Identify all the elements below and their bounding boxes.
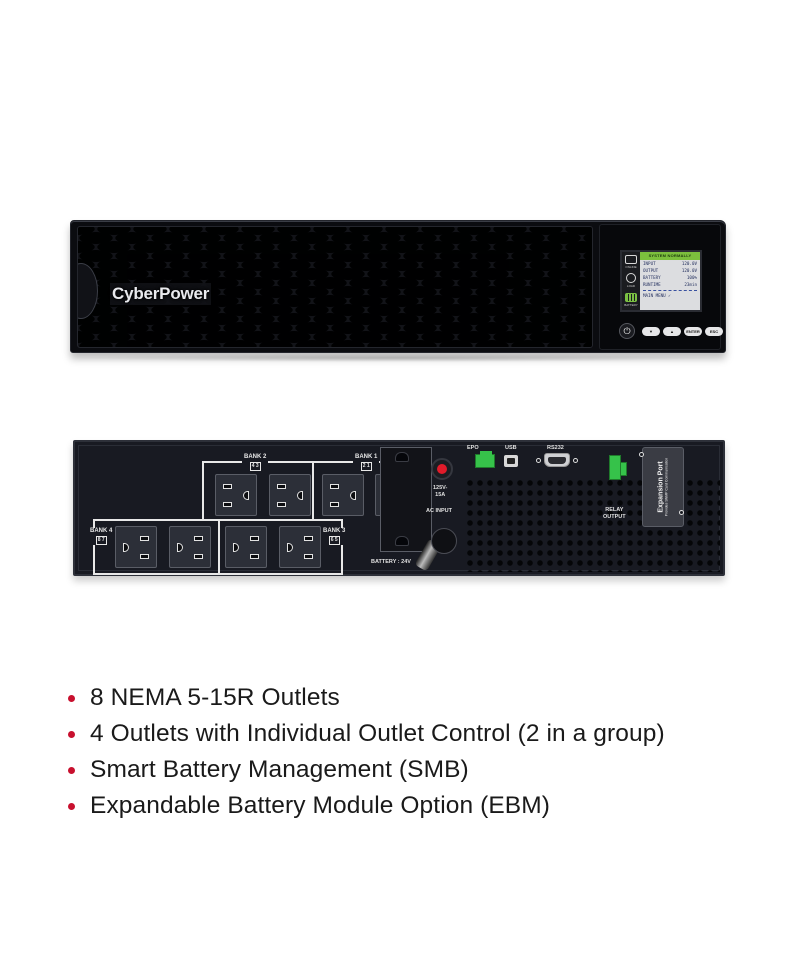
feature-item: 4 Outlets with Individual Outlet Control… — [68, 716, 665, 752]
plug-icon: ONLINE — [625, 255, 637, 269]
bank-1-label: BANK 1 2 1 — [353, 454, 380, 471]
rs232-label: RS232 — [547, 445, 564, 451]
outlet-2 — [322, 474, 364, 516]
bullet-icon — [68, 730, 75, 738]
bank-4-label: BANK 4 8 7 — [88, 528, 115, 545]
lcd-header: SYSTEM NORMALLY — [640, 252, 700, 260]
ac-input-label: AC INPUT — [426, 508, 452, 514]
ups-rear-view: BANK 2 4 3 BANK 1 2 1 BANK 4 8 7 BANK 3 … — [73, 440, 725, 576]
lcd-main-menu: MAIN MENU ✓ — [643, 293, 671, 298]
esc-button[interactable]: ESC — [705, 327, 723, 336]
lcd-row-input: INPUT 120.0V — [643, 261, 697, 266]
feature-item: Expandable Battery Module Option (EBM) — [68, 788, 665, 824]
bullet-icon — [68, 694, 75, 702]
power-button[interactable]: ⏻ — [619, 323, 635, 339]
lcd-row-output: OUTPUT 120.0V — [643, 268, 697, 273]
outlet-5 — [279, 526, 321, 568]
expansion-port-subtitle: Provides SNMP Card Communication — [664, 457, 669, 517]
latch-icon — [395, 452, 409, 462]
lcd-status-icons: ONLINE LOAD BATTERY — [622, 252, 640, 310]
epo-port[interactable] — [475, 451, 495, 468]
brand-logo: CyberPower — [110, 283, 212, 305]
rs232-port[interactable] — [544, 453, 570, 467]
feature-item: Smart Battery Management (SMB) — [68, 752, 665, 788]
lcd-display: ONLINE LOAD BATTERY SYSTEM NORMALLY INPU… — [620, 250, 702, 312]
battery-door — [380, 447, 432, 552]
navigation-buttons: ▼ ▲ ENTER ESC — [642, 327, 723, 336]
feature-list: 8 NEMA 5-15R Outlets 4 Outlets with Indi… — [68, 680, 665, 824]
circuit-breaker[interactable] — [431, 458, 453, 480]
outlet-6 — [225, 526, 267, 568]
outlet-3 — [269, 474, 311, 516]
bullet-icon — [68, 766, 75, 774]
epo-label: EPO — [467, 445, 479, 451]
load-gauge-icon: LOAD — [626, 273, 636, 288]
expansion-port-title: Expansion Port — [657, 461, 665, 513]
latch-icon — [395, 536, 409, 546]
breaker-rating-label: 125V- 15A — [433, 485, 448, 498]
outlet-4 — [215, 474, 257, 516]
bank-2-label: BANK 2 4 3 — [242, 454, 269, 471]
usb-label: USB — [505, 445, 517, 451]
outlet-7 — [169, 526, 211, 568]
ac-input-grommet — [431, 528, 457, 554]
front-bezel: CyberPower — [77, 226, 593, 348]
up-button[interactable]: ▲ — [663, 327, 681, 336]
bank-3-label: BANK 3 6 5 — [321, 528, 348, 545]
enter-button[interactable]: ENTER — [684, 327, 702, 336]
usb-port[interactable] — [504, 455, 518, 467]
expansion-port-cover[interactable]: Expansion Port Provides SNMP Card Commun… — [642, 447, 684, 527]
relay-output-label: RELAY OUTPUT — [603, 507, 626, 520]
screw-icon — [536, 458, 541, 463]
ups-front-view: CyberPower ONLINE LOAD BATTERY SYSTEM NO… — [65, 220, 731, 362]
screw-icon — [573, 458, 578, 463]
battery-voltage-label: BATTERY : 24V — [371, 559, 411, 565]
lcd-divider — [643, 290, 697, 291]
screw-icon — [639, 452, 644, 457]
screw-icon — [679, 510, 684, 515]
relay-output-port[interactable] — [609, 455, 627, 480]
bullet-icon — [68, 802, 75, 810]
lcd-main-area: SYSTEM NORMALLY INPUT 120.0V OUTPUT 120.… — [640, 252, 700, 310]
outlet-8 — [115, 526, 157, 568]
battery-icon: BATTERY — [624, 292, 638, 307]
feature-item: 8 NEMA 5-15R Outlets — [68, 680, 665, 716]
lcd-row-battery: BATTERY 100% — [643, 275, 697, 280]
down-button[interactable]: ▼ — [642, 327, 660, 336]
bank-frame-bottom — [93, 519, 343, 575]
lcd-row-runtime: RUNTIME 23min — [643, 282, 697, 287]
control-panel: ONLINE LOAD BATTERY SYSTEM NORMALLY INPU… — [599, 224, 723, 350]
